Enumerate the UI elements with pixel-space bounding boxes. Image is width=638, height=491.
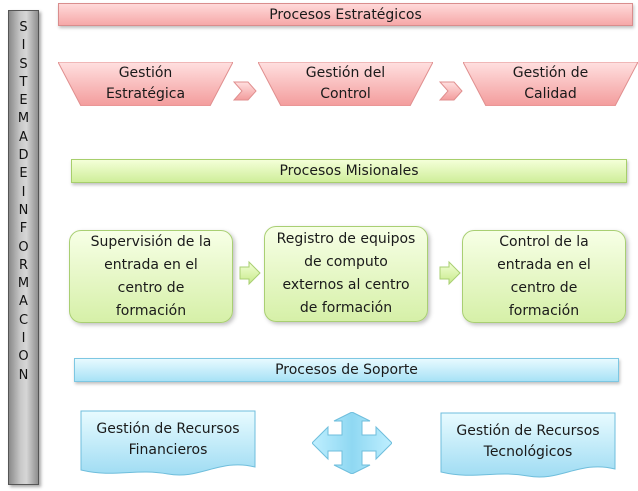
process-line: Supervisión de la <box>90 233 212 250</box>
process-line: Control de la <box>499 233 589 250</box>
process-line: externos al centro <box>282 277 410 293</box>
missional-processes-bar: Procesos Misionales <box>71 159 627 183</box>
process-line1: Gestión <box>118 65 173 81</box>
process-line: Registro de equipos <box>276 231 416 247</box>
process-line: de formación <box>299 300 393 316</box>
process-line2: Estratégica <box>105 86 186 102</box>
sidebar-letter: D <box>18 148 29 164</box>
missional-process-registro: Registro de equipos de computo externos … <box>264 226 428 322</box>
chevron-right-icon <box>438 80 464 102</box>
sidebar-letter: N <box>18 202 29 218</box>
sidebar-letter: O <box>18 349 29 365</box>
missional-process-control: Control de la entrada en el centro de fo… <box>462 230 626 323</box>
process-line2: Tecnológicos <box>483 444 573 460</box>
process-line: centro de <box>117 279 185 296</box>
sidebar-letter: M <box>17 111 30 127</box>
sidebar-letter: M <box>17 276 30 292</box>
strategic-process-gestion-estrategica: Gestión Estratégica <box>58 62 233 106</box>
arrow-right-icon <box>238 260 262 286</box>
support-process-financieros: Gestión de Recursos Financieros <box>80 410 256 480</box>
sidebar-letter: R <box>18 257 29 273</box>
process-line1: Gestión del <box>305 65 386 81</box>
process-line: formación <box>508 302 580 319</box>
missional-process-supervision: Supervisión de la entrada en el centro d… <box>69 230 233 323</box>
support-processes-bar: Procesos de Soporte <box>74 358 619 382</box>
sidebar-letter: I <box>21 184 26 200</box>
process-line: centro de <box>510 279 578 296</box>
sidebar-letter: A <box>19 129 28 145</box>
process-line2: Control <box>320 86 371 102</box>
quad-arrow-icon <box>312 412 392 474</box>
process-line: entrada en el <box>497 256 591 273</box>
support-processes-label: Procesos de Soporte <box>275 362 418 378</box>
strategic-process-gestion-calidad: Gestión de Calidad <box>463 62 638 106</box>
sidebar-letter: O <box>18 239 29 255</box>
missional-processes-label: Procesos Misionales <box>279 163 419 179</box>
strategic-process-gestion-control: Gestión del Control <box>258 62 433 106</box>
sidebar-letter: I <box>21 331 26 347</box>
process-line2: Calidad <box>524 86 577 102</box>
sidebar-letter: A <box>19 294 28 310</box>
strategic-processes-label: Procesos Estratégicos <box>269 6 422 23</box>
sidebar-letter: S <box>19 20 28 35</box>
chevron-right-icon <box>232 80 258 102</box>
arrow-right-icon <box>438 260 462 286</box>
sidebar-letter: E <box>19 166 28 182</box>
process-line1: Gestión de Recursos <box>96 421 240 437</box>
sidebar-letter: N <box>18 367 29 383</box>
sidebar-letter: T <box>19 74 28 90</box>
process-line1: Gestión de Recursos <box>456 423 600 439</box>
process-line: de computo <box>304 254 388 270</box>
process-line: entrada en el <box>104 256 198 273</box>
strategic-processes-bar: Procesos Estratégicos <box>58 3 633 26</box>
process-line2: Financieros <box>128 442 208 458</box>
process-line: formación <box>115 302 187 319</box>
system-sidebar: S I S T E M A D E I N F O R M A C I O N <box>8 10 39 485</box>
support-process-tecnologicos: Gestión de Recursos Tecnológicos <box>440 412 616 482</box>
process-line1: Gestión de <box>512 65 589 81</box>
sidebar-letter: I <box>21 38 26 54</box>
sidebar-letter: E <box>19 93 28 109</box>
sidebar-letter: S <box>19 56 28 72</box>
sidebar-letter: C <box>18 312 29 328</box>
sidebar-letter: F <box>19 221 28 237</box>
